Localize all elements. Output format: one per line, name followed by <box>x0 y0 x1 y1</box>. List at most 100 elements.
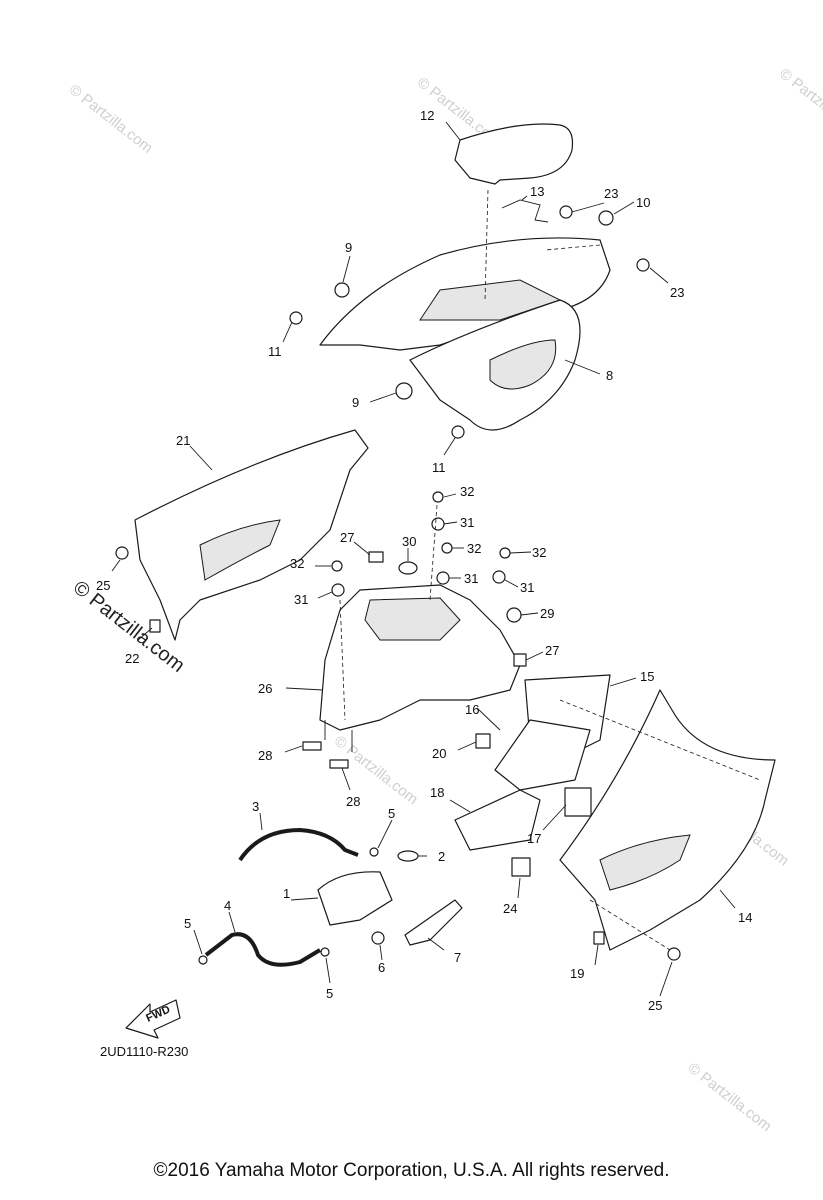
callout-9: 9 <box>352 395 359 410</box>
callout-9: 9 <box>345 240 352 255</box>
clip-22 <box>149 619 161 633</box>
callout-31: 31 <box>464 571 478 586</box>
callout-8: 8 <box>606 368 613 383</box>
bolt-11a <box>289 311 303 325</box>
cap-2 <box>397 850 419 862</box>
cap-30 <box>398 561 418 575</box>
callout-3: 3 <box>252 799 259 814</box>
callout-10: 10 <box>636 195 650 210</box>
bolt-25b <box>667 947 681 961</box>
bolt-29 <box>506 607 522 623</box>
callout-32: 32 <box>460 484 474 499</box>
inner-panel-16 <box>494 719 591 791</box>
screw-32b <box>441 542 453 554</box>
duct-18 <box>454 789 541 851</box>
pad-27b <box>513 653 527 667</box>
tail-cover-recess <box>419 279 562 321</box>
callout-25: 25 <box>648 998 662 1013</box>
pad-20 <box>475 733 491 749</box>
callout-31: 31 <box>520 580 534 595</box>
callout-2: 2 <box>438 849 445 864</box>
callout-27: 27 <box>340 530 354 545</box>
callout-11: 11 <box>268 344 282 359</box>
forward-arrow-icon: FWD <box>125 999 181 1039</box>
tank-opening <box>364 597 461 641</box>
callout-18: 18 <box>430 785 444 800</box>
callout-22: 22 <box>125 651 139 666</box>
callout-26: 26 <box>258 681 272 696</box>
callout-17: 17 <box>527 831 541 846</box>
screw-32c <box>331 560 343 572</box>
side-cover-21-vent <box>199 519 281 581</box>
callout-11: 11 <box>432 460 446 475</box>
callout-27: 27 <box>545 643 559 658</box>
callout-32: 32 <box>532 545 546 560</box>
callout-5: 5 <box>388 806 395 821</box>
cover-7 <box>404 899 463 946</box>
callout-15: 15 <box>640 669 654 684</box>
callout-7: 7 <box>454 950 461 965</box>
collar-31c <box>331 583 345 597</box>
callout-21: 21 <box>176 433 190 448</box>
watermark: © Partzilla.com <box>776 65 823 141</box>
bolt-23b <box>636 258 650 272</box>
callout-16: 16 <box>465 702 479 717</box>
callout-28: 28 <box>258 748 272 763</box>
callout-28: 28 <box>346 794 360 809</box>
copyright-notice: ©2016 Yamaha Motor Corporation, U.S.A. A… <box>153 1160 670 1181</box>
hose-4 <box>204 932 322 967</box>
callout-1: 1 <box>283 886 290 901</box>
pad-17 <box>564 787 592 817</box>
callouts: 12 13 23 10 23 9 11 8 9 11 21 25 22 32 3… <box>96 108 752 1013</box>
callout-30: 30 <box>402 534 416 549</box>
side-cover-14-vent <box>599 834 691 891</box>
callout-31: 31 <box>460 515 474 530</box>
side-panel-8-vent <box>489 339 557 390</box>
grommet-9a <box>334 282 350 298</box>
callout-4: 4 <box>224 898 231 913</box>
leader-lines <box>111 121 761 997</box>
seat-pad-12 <box>454 123 574 185</box>
clamp-5c <box>320 947 330 957</box>
callout-32: 32 <box>290 556 304 571</box>
hose-3 <box>238 827 359 862</box>
screw-32d <box>499 547 511 559</box>
bolt-25a <box>115 546 129 560</box>
grommet-9b <box>395 382 413 400</box>
collar-31b <box>436 571 450 585</box>
watermark: © Partzilla.com <box>66 81 156 157</box>
callout-13: 13 <box>530 184 544 199</box>
grommet-10 <box>598 210 614 226</box>
bolt-11b <box>451 425 465 439</box>
callout-19: 19 <box>570 966 584 981</box>
watermark: © Partzilla.com <box>685 1060 775 1136</box>
callout-31: 31 <box>294 592 308 607</box>
callout-12: 12 <box>420 108 434 123</box>
callout-23: 23 <box>604 186 618 201</box>
tank-1 <box>317 871 393 926</box>
collar-31d <box>492 570 506 584</box>
callout-5: 5 <box>184 916 191 931</box>
clamp-5a <box>369 847 379 857</box>
callout-6: 6 <box>378 960 385 975</box>
cushion-28a <box>302 741 322 751</box>
cushion-28b <box>329 759 349 769</box>
screw-32a <box>432 491 444 503</box>
bolt-23a <box>559 205 573 219</box>
callout-24: 24 <box>503 901 517 916</box>
callout-25: 25 <box>96 578 110 593</box>
clip-13 <box>501 199 549 223</box>
pad-27a <box>368 551 384 563</box>
watermark: © Partzilla.com <box>331 732 421 808</box>
callout-14: 14 <box>738 910 752 925</box>
bolt-6 <box>371 931 385 945</box>
callout-20: 20 <box>432 746 446 761</box>
collar-31a <box>431 517 445 531</box>
clip-19 <box>593 931 605 945</box>
callout-29: 29 <box>540 606 554 621</box>
callout-23: 23 <box>670 285 684 300</box>
callout-5: 5 <box>326 986 333 1001</box>
callout-32: 32 <box>467 541 481 556</box>
pad-24 <box>511 857 531 877</box>
